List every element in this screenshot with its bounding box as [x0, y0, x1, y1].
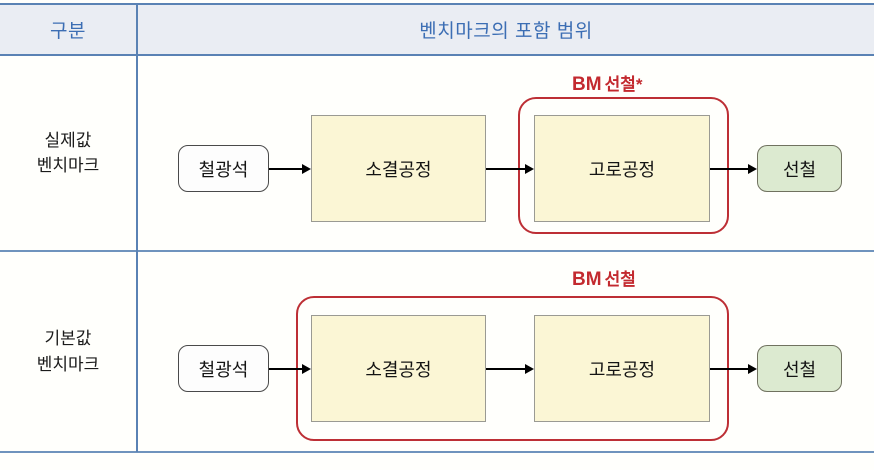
row2-arrow-blastfurnace-to-pigiron: [710, 359, 757, 379]
table-bottom-border: [0, 451, 874, 453]
row2-label-line1: 기본값: [44, 329, 92, 348]
row2-arrow-ore-to-sintering: [269, 359, 311, 379]
row1-arrow-ore-to-sintering: [269, 159, 311, 179]
table-top-border: [0, 3, 874, 5]
row2-bm-label-sub: 선철: [604, 270, 636, 289]
row2-bm-label: BM 선철: [572, 265, 636, 291]
row2-node-sintering-process[interactable]: 소결공정: [311, 315, 486, 422]
row2-node-iron-ore[interactable]: 철광석: [178, 345, 269, 392]
row1-bm-scope-frame: [518, 97, 729, 234]
row1-node-blast-furnace-process[interactable]: 고로공정: [534, 115, 710, 222]
table-header-band: [0, 5, 874, 54]
header-cell-category: 구분: [50, 21, 86, 42]
row-label-actual-value: 실제값 벤치마크: [0, 56, 136, 250]
table-row-divider: [0, 250, 874, 252]
row-label-default-value: 기본값 벤치마크: [0, 252, 136, 451]
table-column-divider: [136, 5, 138, 452]
row1-arrow-blastfurnace-to-pigiron: [710, 159, 757, 179]
row1-label-line1: 실제값: [44, 130, 92, 150]
row1-arrow-sintering-to-blastfurnace: [486, 159, 534, 179]
row2-arrow-sintering-to-blastfurnace: [486, 359, 534, 379]
header-cell-scope: 벤치마크의 포함 범위: [419, 21, 593, 42]
row2-node-pig-iron[interactable]: 선철: [757, 345, 842, 392]
row1-node-iron-ore[interactable]: 철광석: [178, 145, 269, 192]
row1-bm-label-main: BM: [572, 74, 602, 95]
row1-bm-label-sub: 선철*: [604, 75, 643, 94]
table-header-bottom-border: [0, 54, 874, 56]
row2-label-line2: 벤치마크: [36, 354, 100, 374]
row1-label-line2: 벤치마크: [36, 156, 100, 175]
row1-node-pig-iron[interactable]: 선철: [757, 145, 842, 192]
row1-node-sintering-process[interactable]: 소결공정: [311, 115, 486, 222]
row2-node-blast-furnace-process[interactable]: 고로공정: [534, 315, 710, 422]
row2-bm-label-main: BM: [572, 269, 602, 290]
row1-bm-label: BM 선철*: [572, 70, 642, 96]
